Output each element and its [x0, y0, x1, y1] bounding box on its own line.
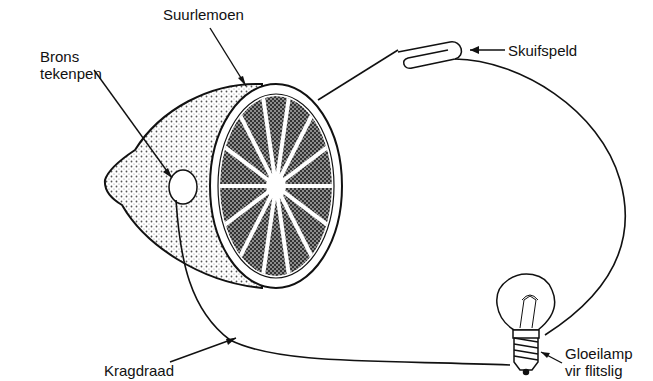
part-label: Skuifspeld — [508, 42, 577, 59]
flashlight-bulb — [497, 274, 555, 374]
lemon-segment-dividers — [206, 79, 346, 293]
power-wire — [176, 200, 510, 365]
clip-wire — [318, 50, 398, 100]
bronze-pen — [169, 170, 197, 204]
part-label: Suurlemoen — [163, 6, 244, 23]
part-label: Kragdraad — [104, 362, 174, 379]
part-label: Brons tekenpen — [40, 48, 102, 83]
paperclip — [398, 42, 461, 68]
power-wire — [455, 59, 625, 335]
leader-line — [94, 28, 562, 363]
part-label: Gloeilamp vir flitslig — [565, 345, 649, 380]
